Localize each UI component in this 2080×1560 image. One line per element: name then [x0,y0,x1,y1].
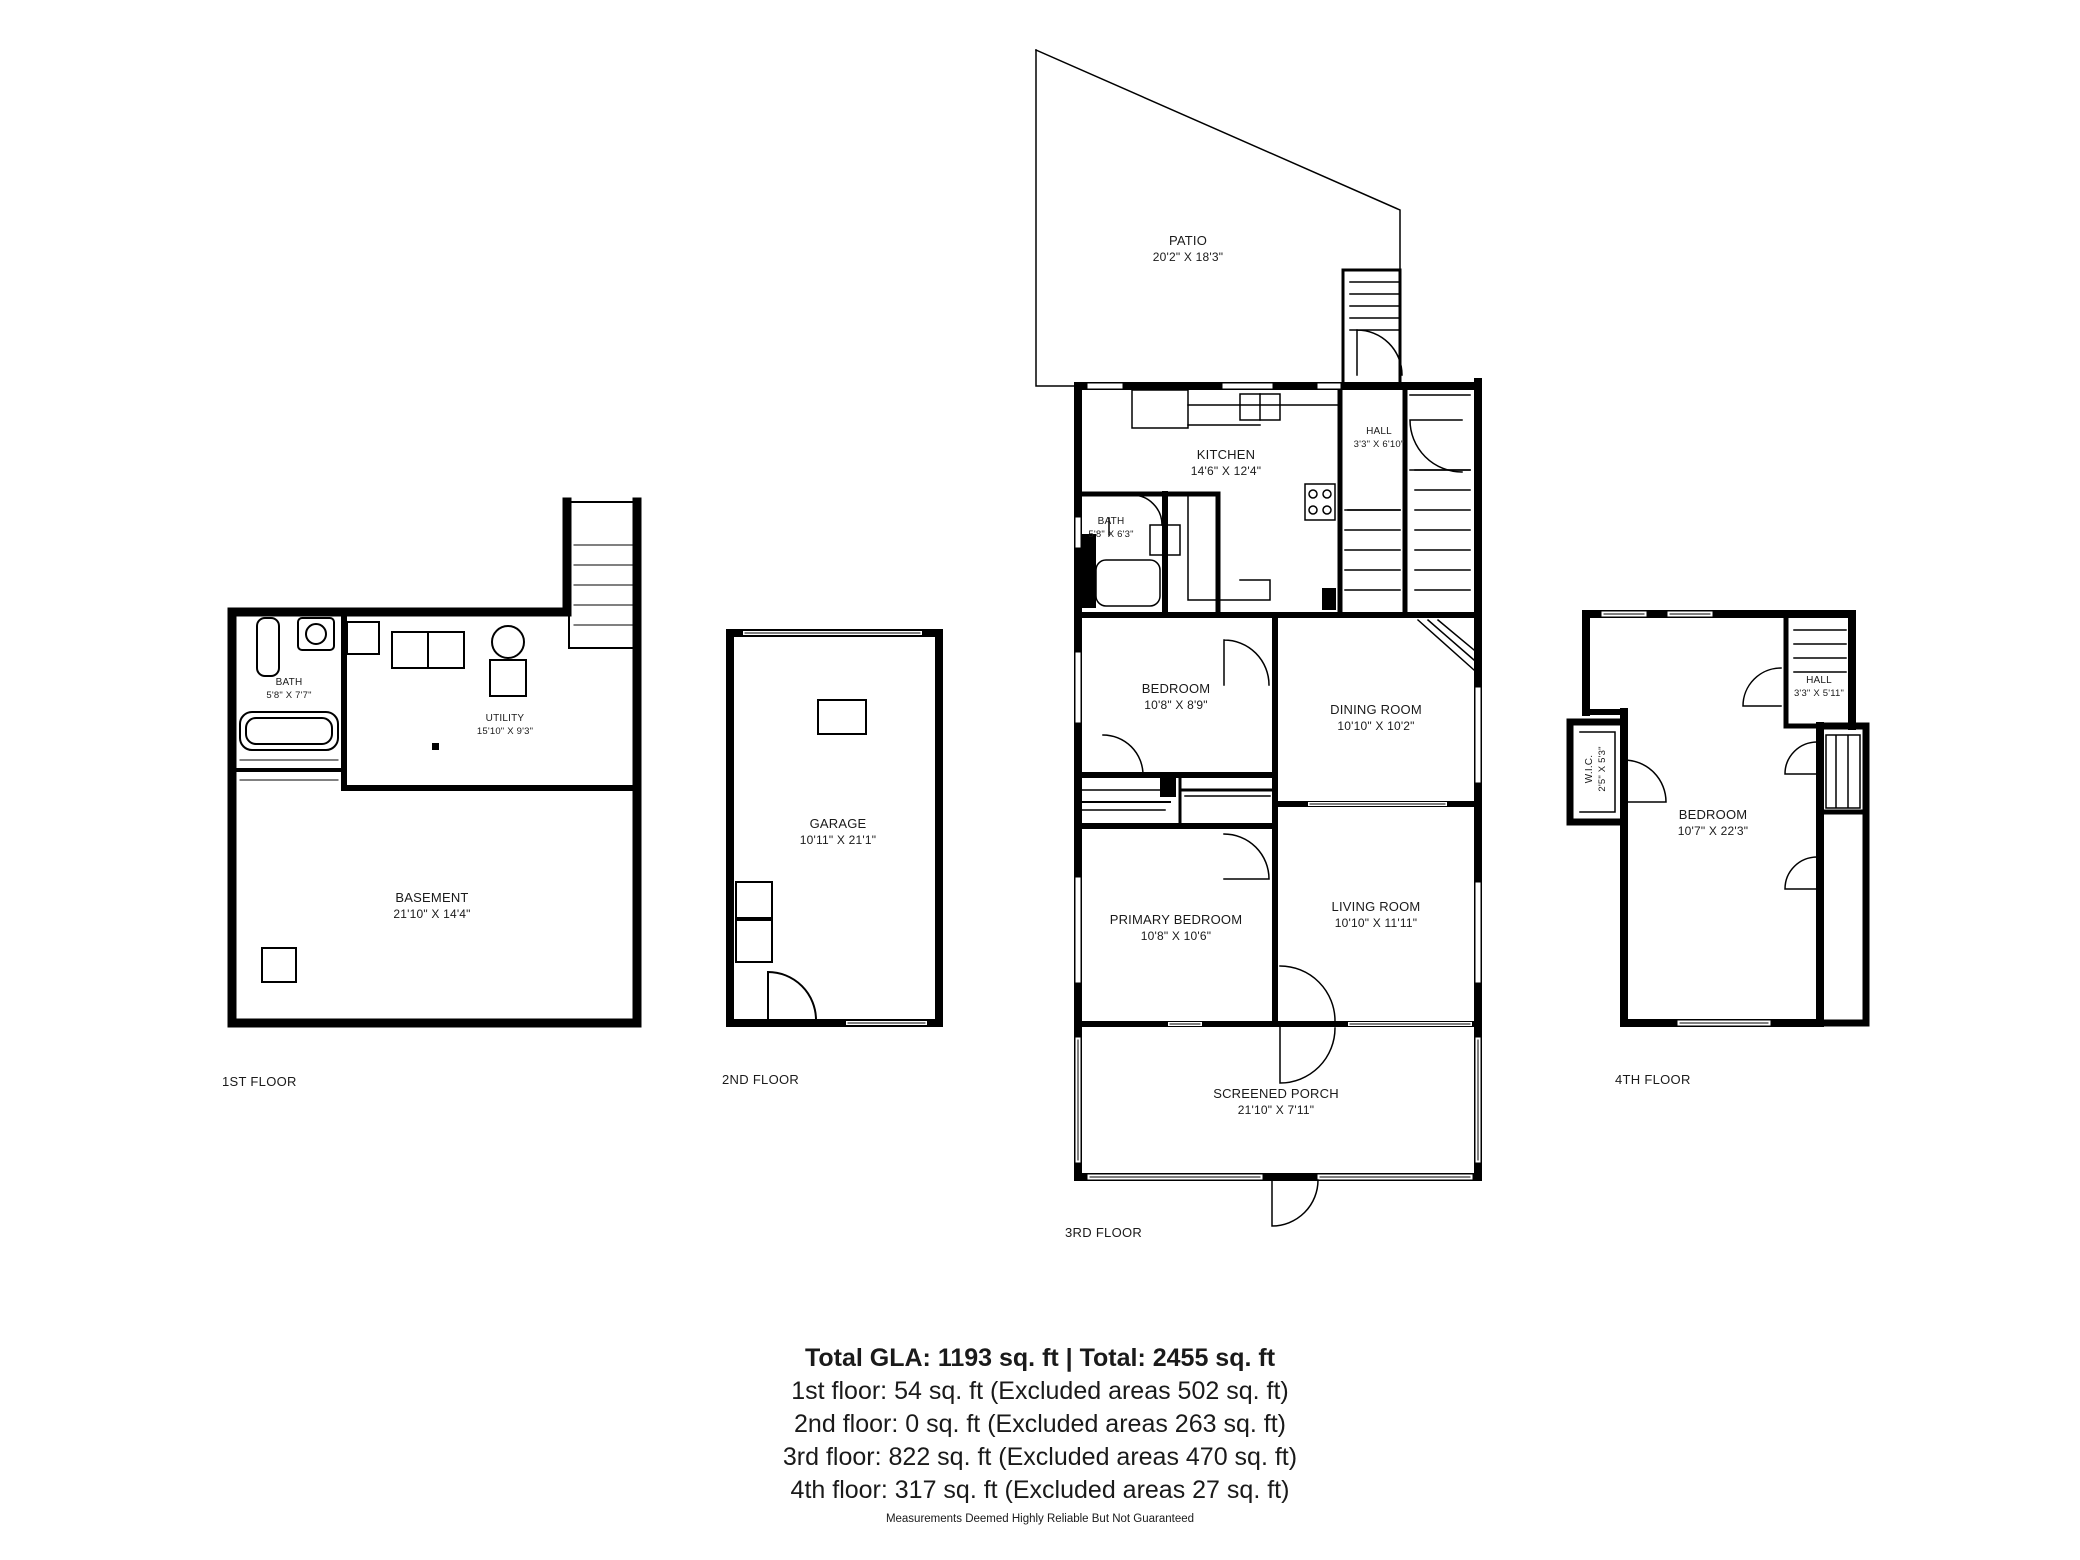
room-dimensions: 21'10" X 14'4" [393,907,471,921]
floor-label-4th: 4TH FLOOR [1615,1072,1691,1087]
floor-label-1st: 1ST FLOOR [222,1074,297,1089]
room-label-primary-bedroom: PRIMARY BEDROOM 10'8" X 10'6" [1110,911,1243,945]
floor-1-area: 1st floor: 54 sq. ft (Excluded areas 502… [791,1377,1289,1405]
room-dimensions: 14'6" X 12'4" [1190,464,1262,478]
floor-2-area: 2nd floor: 0 sq. ft (Excluded areas 263 … [794,1410,1286,1438]
room-name: BEDROOM [1141,681,1211,696]
room-dimensions: 10'10" X 10'2" [1337,719,1415,733]
floor-1-fixtures [239,544,633,983]
room-label-hall-4th: HALL 3'3" X 5'11" [1794,674,1844,700]
room-name: W.I.C. [1584,754,1595,784]
room-label-bath-3rd: BATH 5'8" X 6'3" [1088,515,1133,541]
patio-outline [1035,49,1401,387]
room-name: KITCHEN [1196,447,1256,462]
floor-4-area: 4th floor: 317 sq. ft (Excluded areas 27… [790,1476,1290,1504]
disclaimer: Measurements Deemed Highly Reliable But … [885,1513,1195,1525]
room-dimensions: 10'7" X 22'3" [1677,824,1749,838]
total-area: Total GLA: 1193 sq. ft | Total: 2455 sq.… [804,1344,1276,1372]
room-dimensions: 3'3" X 6'10" [1353,439,1405,450]
room-name: BATH [1097,516,1125,527]
room-label-dining-room: DINING ROOM 10'10" X 10'2" [1330,701,1422,735]
room-label-bedroom-3rd: BEDROOM 10'8" X 8'9" [1142,680,1211,714]
room-label-screened-porch: SCREENED PORCH 21'10" X 7'11" [1213,1085,1339,1119]
room-label-garage: GARAGE 10'11" X 21'1" [800,815,876,849]
room-label-living-room: LIVING ROOM 10'10" X 11'11" [1332,898,1421,932]
room-label-kitchen: KITCHEN 14'6" X 12'4" [1191,446,1261,480]
room-label-wic: W.I.C. 2'5" X 5'3" [1583,746,1609,791]
room-dimensions: 2'5" X 5'3" [1597,746,1608,792]
floor-4-windows [1601,611,1771,1026]
room-dimensions: 10'8" X 8'9" [1144,698,1208,712]
floor-3-area: 3rd floor: 822 sq. ft (Excluded areas 47… [782,1443,1298,1471]
room-dimensions: 5'8" X 6'3" [1088,529,1134,540]
room-name: GARAGE [809,816,867,831]
room-label-basement: BASEMENT 21'10" X 14'4" [393,889,470,923]
floor-label-3rd: 3RD FLOOR [1065,1225,1143,1240]
room-label-bedroom-4th: BEDROOM 10'7" X 22'3" [1678,806,1748,840]
room-name: PRIMARY BEDROOM [1109,912,1243,927]
floor-3-fixtures [1079,281,1476,1227]
floor-2-fixtures [735,699,867,1022]
room-dimensions: 15'10" X 9'3" [476,726,534,737]
room-name: BEDROOM [1678,807,1748,822]
room-name: HALL [1366,426,1392,437]
area-summary: Total GLA: 1193 sq. ft | Total: 2455 sq.… [0,1342,2080,1507]
floor-label-2nd: 2ND FLOOR [722,1072,800,1087]
room-label-bath-1st: BATH 5'8" X 7'7" [266,676,311,702]
room-name: BATH [275,677,303,688]
room-name: DINING ROOM [1330,702,1422,717]
floor-4-fixtures [1579,629,1861,890]
room-dimensions: 20'2" X 18'3" [1152,250,1224,264]
room-name: BASEMENT [395,890,469,905]
room-dimensions: 10'11" X 21'1" [799,833,877,847]
floor-1-walls [227,497,642,1028]
room-name: SCREENED PORCH [1213,1086,1339,1101]
room-label-utility: UTILITY 15'10" X 9'3" [477,712,533,738]
room-name: PATIO [1168,233,1208,248]
room-name: HALL [1806,675,1832,686]
room-label-hall-3rd: HALL 3'3" X 6'10" [1354,425,1405,451]
floor-2-walls [726,629,943,1027]
room-name: LIVING ROOM [1331,899,1421,914]
room-dimensions: 5'8" X 7'7" [266,690,312,701]
room-dimensions: 21'10" X 7'11" [1237,1103,1315,1117]
room-name: UTILITY [485,713,525,724]
room-dimensions: 3'3" X 5'11" [1793,688,1845,699]
room-dimensions: 10'10" X 11'11" [1334,916,1418,930]
floor-3-windows [1075,383,1481,1180]
room-label-patio: PATIO 20'2" X 18'3" [1153,232,1223,266]
room-dimensions: 10'8" X 10'6" [1140,929,1212,943]
